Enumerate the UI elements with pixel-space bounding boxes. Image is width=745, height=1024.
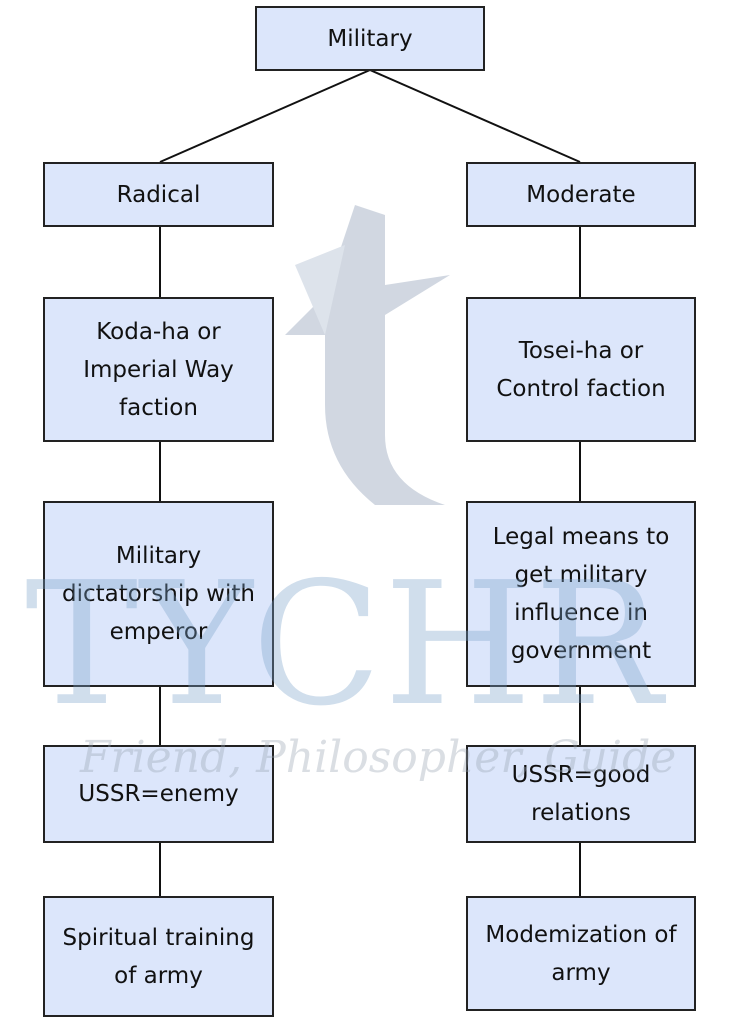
- node-military: Military: [255, 6, 485, 71]
- node-moderate: Moderate: [466, 162, 696, 227]
- connector-root-radical: [159, 69, 371, 163]
- node-koda-ha: Koda-ha or Imperial Way faction: [43, 297, 274, 442]
- node-radical: Radical: [43, 162, 274, 227]
- watermark-logo-icon: [285, 205, 450, 505]
- node-legal-means: Legal means to get military influence in…: [466, 501, 696, 687]
- connector-root-moderate: [369, 69, 581, 163]
- node-modernization: Modemization of army: [466, 896, 696, 1011]
- node-ussr-good-relations: USSR=good relations: [466, 745, 696, 843]
- node-military-dictatorship: Military dictatorship with emperor: [43, 501, 274, 687]
- node-spiritual-training: Spiritual training of army: [43, 896, 274, 1017]
- node-ussr-enemy: USSR=enemy: [43, 745, 274, 843]
- node-tosei-ha: Tosei-ha or Control faction: [466, 297, 696, 442]
